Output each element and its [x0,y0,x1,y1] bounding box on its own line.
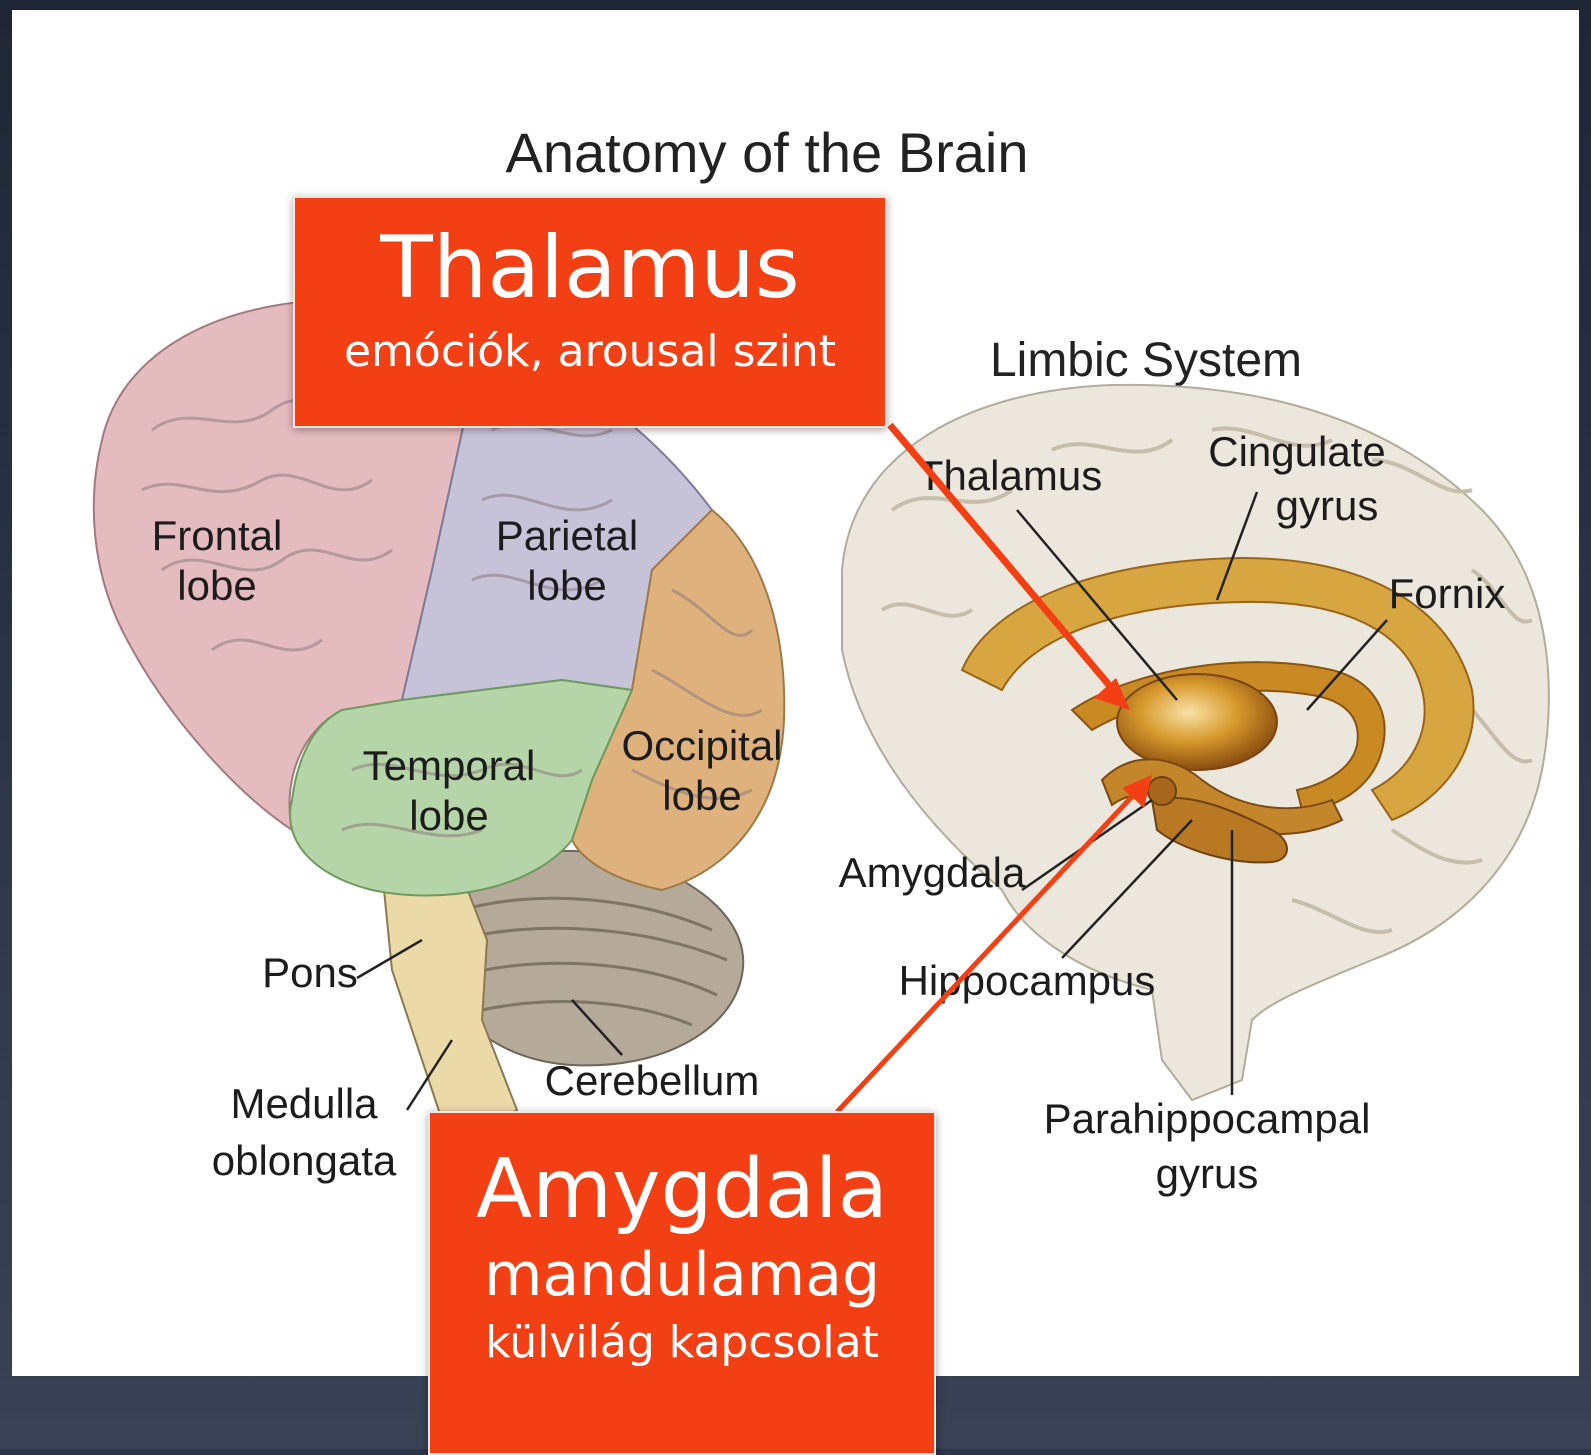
medulla-label-line2: oblongata [212,1137,397,1184]
thalamus-callout: Thalamus emóciók, arousal szint [293,196,887,428]
cingulate-gyrus-label-line1: Cingulate [1208,428,1385,475]
thalamus-shape [1117,674,1277,770]
amygdala-callout: Amygdala mandulamag külvilág kapcsolat [428,1111,936,1455]
cingulate-gyrus-label-line2: gyrus [1276,482,1379,529]
temporal-lobe-label-line1: Temporal [363,742,536,789]
medulla-label-line1: Medulla [230,1080,378,1127]
frontal-lobe-label-line2: lobe [177,562,256,609]
frontal-lobe-label-line1: Frontal [152,512,283,559]
amygdala-callout-subtitle: mandulamag [430,1237,934,1313]
pons-label: Pons [262,949,358,996]
parietal-lobe-label-line2: lobe [527,562,606,609]
amygdala-callout-note: külvilág kapcsolat [430,1313,934,1373]
amygdala-callout-title: Amygdala [430,1143,934,1237]
limbic-system-title: Limbic System [990,334,1302,387]
diagram-title: Anatomy of the Brain [506,121,1029,184]
parahippocampal-gyrus-label-line1: Parahippocampal [1044,1095,1371,1142]
temporal-lobe-label-line2: lobe [409,792,488,839]
occipital-lobe-label-line1: Occipital [621,722,782,769]
amygdala-label: Amygdala [839,849,1026,896]
hippocampus-label: Hippocampus [899,957,1156,1004]
thalamus-callout-title: Thalamus [295,220,885,316]
occipital-lobe-label-line2: lobe [662,772,741,819]
fornix-label: Fornix [1389,570,1506,617]
cerebellum-label: Cerebellum [545,1057,760,1104]
parietal-lobe-label-line1: Parietal [496,512,638,559]
parahippocampal-gyrus-label-line2: gyrus [1156,1150,1259,1197]
thalamus-callout-subtitle: emóciók, arousal szint [295,324,885,380]
